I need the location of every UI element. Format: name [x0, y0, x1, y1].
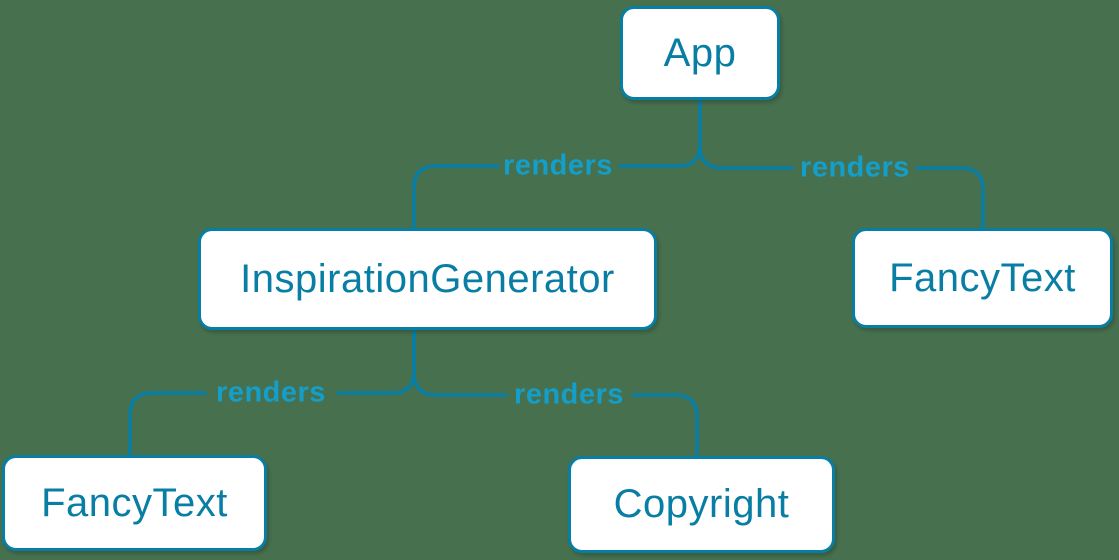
- node-inspiration-generator-label: InspirationGenerator: [240, 256, 615, 301]
- edge-inspirationgenerator-fancytext: [336, 328, 416, 395]
- edge-label-renders-4: renders: [514, 378, 624, 411]
- edge-label-renders-2: renders: [800, 151, 910, 184]
- edge-label-renders-3: renders: [216, 376, 326, 409]
- node-fancy-text-bottom: FancyText: [2, 455, 267, 551]
- node-inspiration-generator: InspirationGenerator: [198, 228, 657, 330]
- node-fancy-text-top-label: FancyText: [889, 255, 1076, 300]
- node-copyright-label: Copyright: [613, 482, 790, 526]
- edge-inspirationgenerator-fancytext-tail: [128, 391, 207, 457]
- edge-app-fancytext-tail: [915, 166, 985, 230]
- node-copyright: Copyright: [568, 456, 835, 553]
- edge-app-inspirationgenerator: [618, 98, 702, 168]
- edge-inspirationgenerator-copyright-tail: [631, 393, 699, 458]
- node-fancy-text-bottom-label: FancyText: [41, 480, 228, 525]
- node-app-label: App: [663, 30, 737, 75]
- node-app: App: [620, 6, 780, 100]
- node-fancy-text-top: FancyText: [852, 228, 1113, 328]
- edge-inspirationgenerator-copyright: [412, 328, 508, 397]
- edge-label-renders-1: renders: [503, 149, 613, 182]
- edge-app-fancytext: [698, 98, 794, 170]
- edge-app-inspirationgenerator-tail: [412, 164, 500, 230]
